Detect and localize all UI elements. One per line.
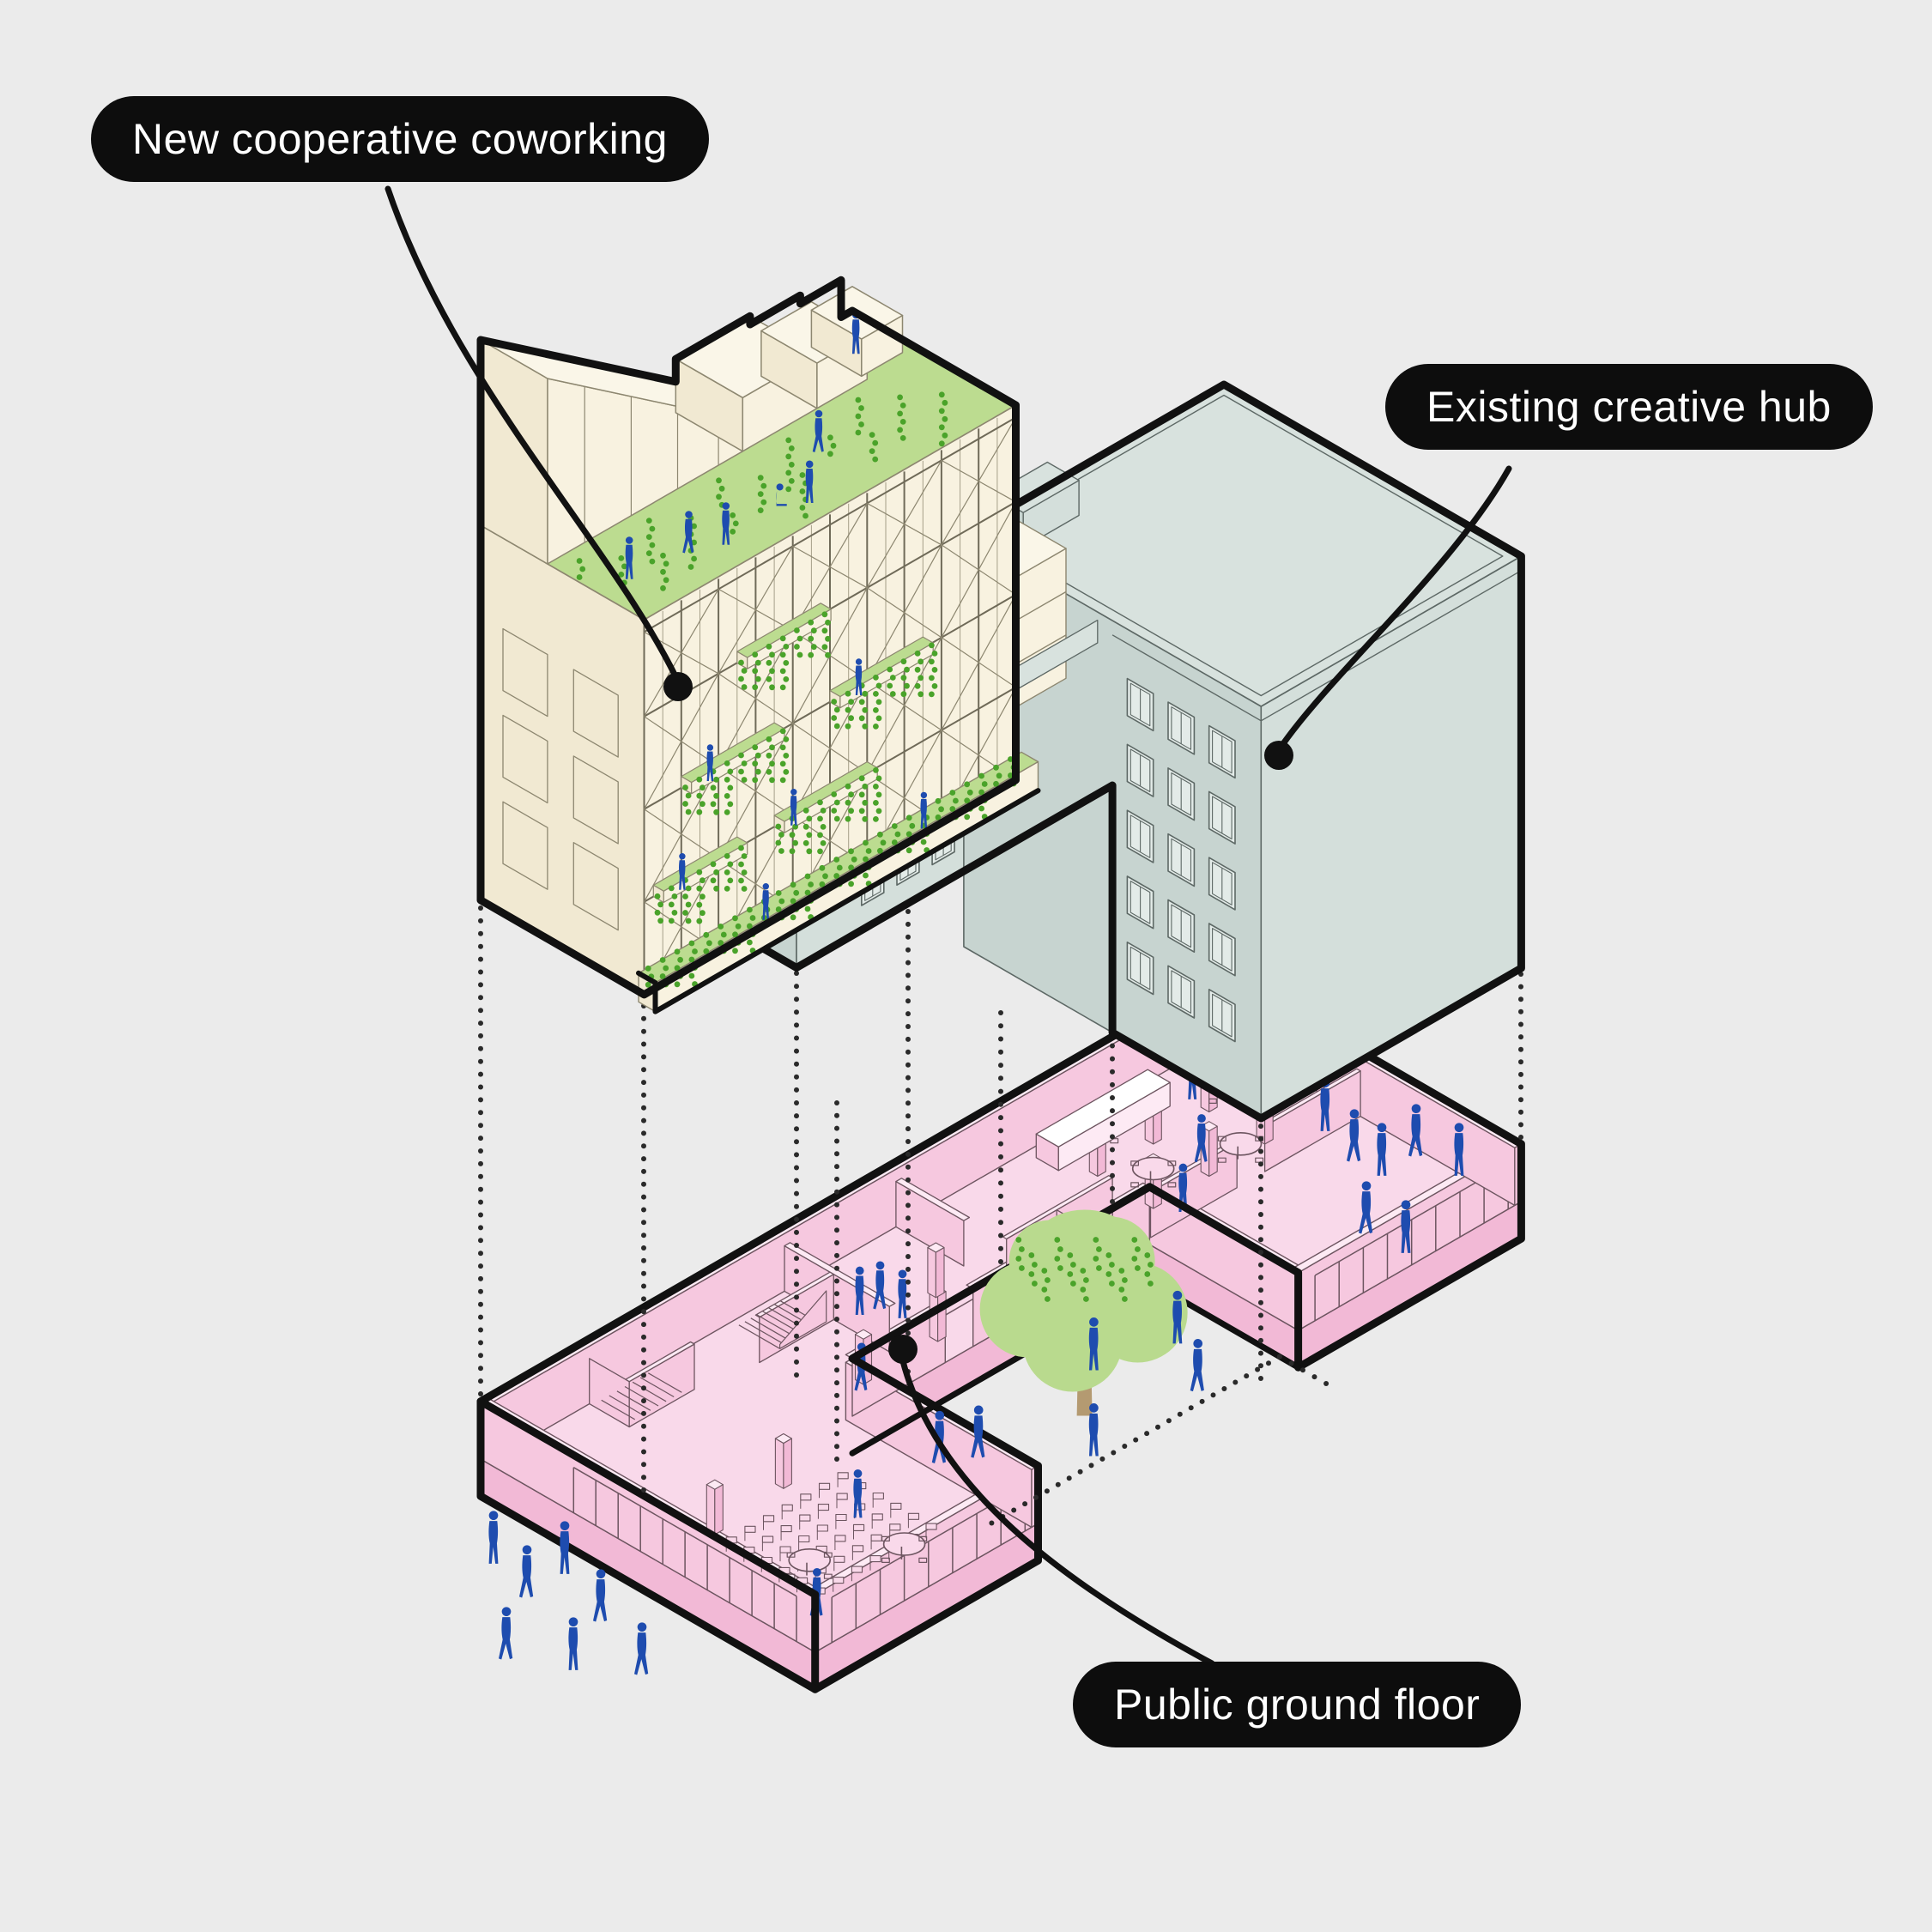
projection-dotted-line <box>905 909 911 1374</box>
person-icon <box>855 1266 864 1316</box>
person-icon <box>488 1511 499 1564</box>
person-icon <box>812 409 824 452</box>
annotation-dot <box>1264 741 1293 770</box>
person-icon <box>1454 1123 1464 1176</box>
person-icon <box>805 460 814 504</box>
person-icon <box>1377 1123 1387 1176</box>
person-icon <box>920 791 928 829</box>
courtyard <box>931 1209 1204 1463</box>
coworking-building <box>476 276 1099 1014</box>
person-icon <box>855 658 863 695</box>
person-icon <box>722 502 730 545</box>
projection-dotted-line <box>1518 972 1523 1140</box>
projection-dotted-line <box>794 971 799 1378</box>
person-icon <box>1194 1114 1208 1163</box>
person-icon <box>560 1521 570 1574</box>
person-icon <box>790 789 797 826</box>
leader-public-ground-floor <box>888 1335 1215 1667</box>
person-icon <box>1408 1104 1423 1157</box>
label-new-cooperative-coworking: New cooperative coworking <box>91 96 709 182</box>
person-icon <box>1190 1339 1204 1392</box>
person-icon <box>1088 1403 1099 1457</box>
person-icon <box>1172 1290 1183 1344</box>
projection-dotted-line <box>989 1354 1282 1526</box>
leader-new-cooperative-coworking <box>385 185 693 701</box>
person-icon <box>499 1607 513 1660</box>
person-icon <box>682 511 694 554</box>
person-icon <box>873 1261 887 1310</box>
ground-floor-plan <box>476 968 1525 1693</box>
person-icon <box>898 1269 907 1318</box>
person-icon <box>1359 1181 1373 1234</box>
person-icon <box>1088 1317 1099 1371</box>
person-icon <box>634 1622 649 1675</box>
person-icon <box>625 536 633 579</box>
label-public-ground-floor: Public ground floor <box>1073 1662 1522 1747</box>
person-icon <box>593 1569 608 1622</box>
label-existing-creative-hub: Existing creative hub <box>1385 364 1873 450</box>
person-icon <box>853 1469 863 1518</box>
person-icon <box>519 1545 534 1598</box>
person-icon <box>776 483 787 506</box>
person-icon <box>706 744 714 781</box>
street-people <box>488 1078 1464 1675</box>
annotation-dot <box>663 672 693 701</box>
leader-existing-creative-hub <box>1264 465 1512 770</box>
person-icon <box>679 852 686 890</box>
projection-dotted-line <box>1276 1354 1329 1386</box>
person-icon <box>971 1405 985 1458</box>
person-icon <box>1401 1200 1411 1253</box>
projection-dotted-line <box>834 1100 839 1462</box>
annotation-dot <box>888 1335 918 1364</box>
person-icon <box>1347 1109 1361 1162</box>
person-icon <box>568 1617 578 1670</box>
projection-lines <box>478 905 1523 1526</box>
projection-dotted-line <box>998 1010 1003 1264</box>
person-icon <box>762 883 770 920</box>
projection-dotted-line <box>478 905 483 1396</box>
